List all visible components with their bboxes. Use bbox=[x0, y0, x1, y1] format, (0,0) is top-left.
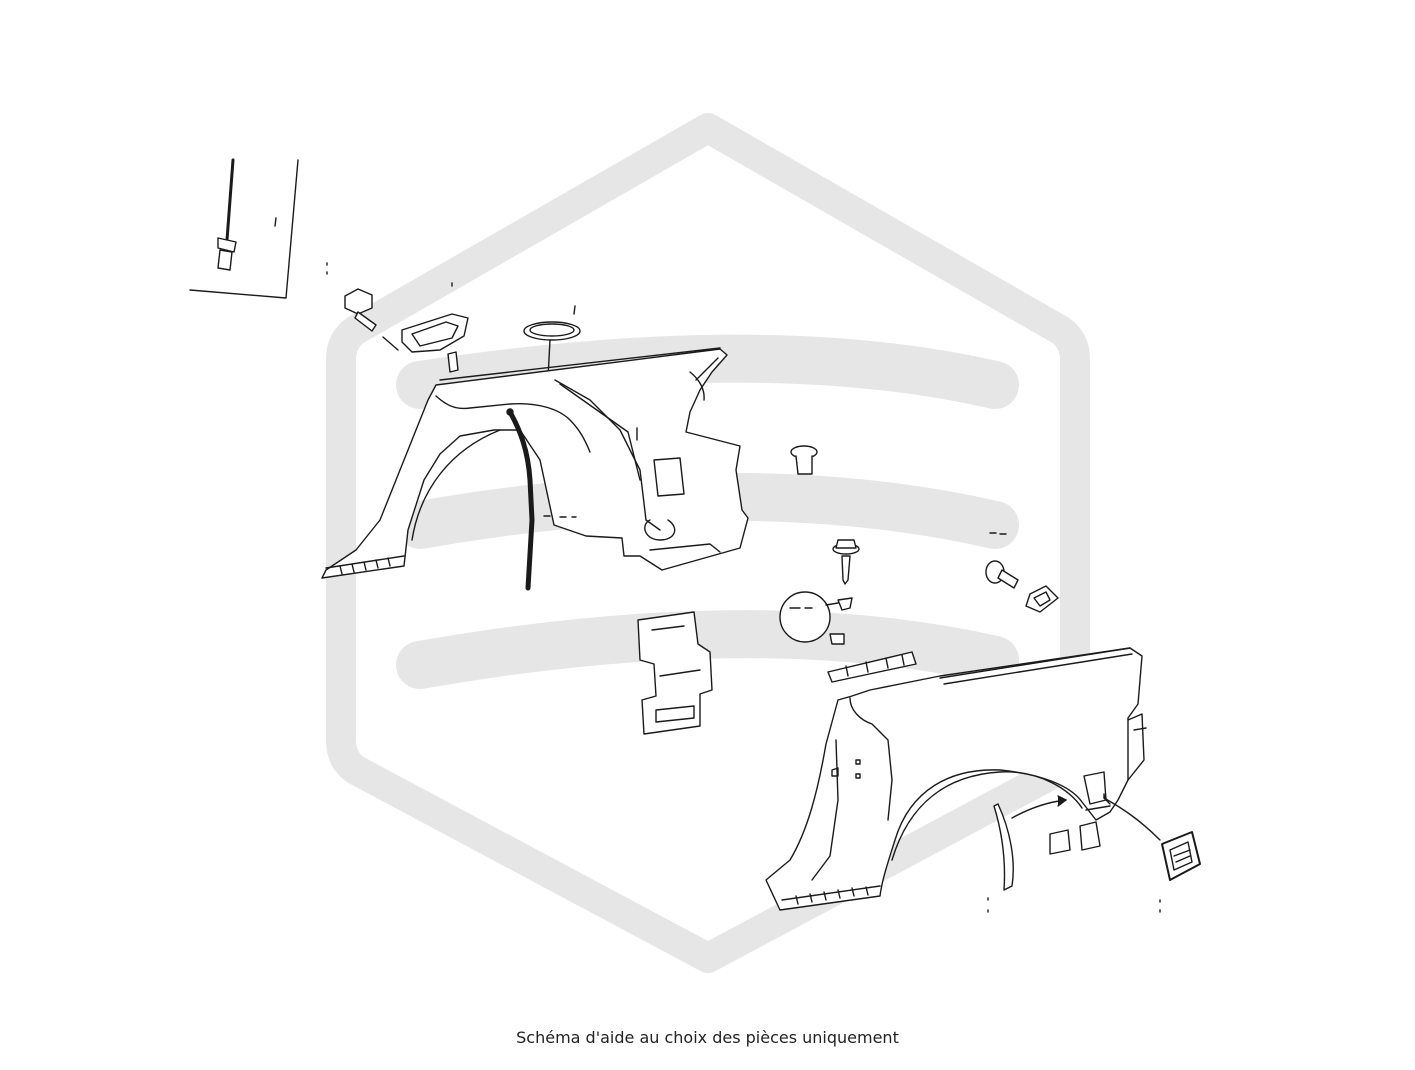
hinge-plate-part[interactable] bbox=[637, 611, 713, 735]
washer-screw-head bbox=[835, 539, 857, 549]
rivet-tick bbox=[274, 217, 277, 227]
outer-panel-pillar-inner bbox=[811, 739, 839, 881]
drain-hose-tube bbox=[507, 409, 535, 591]
flange-bolt-head bbox=[344, 288, 373, 315]
fuel-flap-part[interactable] bbox=[779, 591, 853, 645]
parts-linework bbox=[189, 158, 1201, 913]
clip-nut-body bbox=[795, 455, 813, 475]
inner-panel-marks bbox=[543, 515, 577, 518]
trim-strip-ribs bbox=[845, 654, 905, 677]
outer-panel-arrowhead-2 bbox=[1103, 793, 1111, 805]
fuel-flap-disc bbox=[779, 591, 831, 643]
rivet-head bbox=[217, 237, 237, 253]
watermark-hexagon bbox=[326, 113, 1090, 973]
vent-grille-frame bbox=[1161, 831, 1201, 881]
bolt-part[interactable] bbox=[985, 532, 1019, 589]
flange-bolt-part[interactable] bbox=[344, 288, 399, 351]
outer-quarter-panel-part[interactable] bbox=[765, 647, 1161, 913]
outer-panel-sill-ribs bbox=[795, 886, 869, 905]
inner-panel-window bbox=[653, 457, 685, 497]
outer-panel-arrowhead-1 bbox=[1057, 795, 1067, 807]
inner-panel-detail bbox=[689, 357, 719, 401]
outer-panel-top-rail bbox=[939, 647, 1131, 679]
oval-grommet-part[interactable] bbox=[523, 305, 581, 379]
clip-part[interactable] bbox=[1025, 585, 1059, 613]
vent-grille-slats bbox=[1173, 849, 1191, 863]
drain-hose-tip bbox=[506, 408, 514, 416]
fuel-flap-clip-1 bbox=[837, 597, 853, 611]
fuel-flap-link bbox=[825, 602, 839, 606]
inner-panel-arch-lower bbox=[411, 429, 501, 541]
watermark-band-bottom bbox=[396, 610, 1019, 689]
lamp-bracket-part[interactable] bbox=[401, 282, 469, 373]
inner-panel-lower-frame bbox=[325, 555, 405, 569]
oval-grommet-outer bbox=[523, 321, 581, 341]
outer-panel-pillar bbox=[849, 697, 893, 821]
trim-strip-part[interactable] bbox=[827, 651, 917, 683]
vent-grille-inner bbox=[1169, 841, 1193, 871]
rivet-part[interactable] bbox=[189, 158, 328, 299]
outer-panel-hinge bbox=[1049, 821, 1101, 855]
outer-panel-arrow-2 bbox=[1103, 797, 1161, 841]
clip-body bbox=[1025, 585, 1059, 613]
outer-panel-marks bbox=[987, 897, 1161, 913]
vent-grille-part[interactable] bbox=[1161, 831, 1201, 881]
inner-panel-rear-step bbox=[649, 543, 721, 553]
inner-panel-outline bbox=[321, 348, 749, 579]
flange-bolt-leader bbox=[382, 336, 399, 351]
lamp-bracket-plug bbox=[447, 351, 459, 373]
rivet-mandrel bbox=[225, 158, 235, 242]
lamp-bracket-inner bbox=[411, 321, 459, 347]
washer-screw-part[interactable] bbox=[832, 539, 860, 585]
trim-strip-body bbox=[827, 651, 917, 683]
drain-hose-part[interactable] bbox=[506, 408, 638, 591]
inner-panel-inner-arch bbox=[435, 395, 591, 453]
hinge-plate-slot-mid bbox=[659, 669, 701, 677]
fuel-flap-clip-2 bbox=[829, 633, 845, 645]
bolt-shank bbox=[997, 569, 1019, 589]
oval-grommet-inner bbox=[529, 323, 575, 337]
outer-panel-seal bbox=[993, 803, 1014, 891]
inner-panel-sill-ribs bbox=[339, 557, 391, 575]
clip-inner bbox=[1033, 591, 1051, 607]
inner-panel-hook bbox=[644, 519, 676, 541]
outer-panel-outline bbox=[765, 647, 1143, 911]
inner-panel-brace-2 bbox=[559, 383, 641, 481]
inner-panel-top-rail bbox=[439, 347, 721, 381]
outer-panel-arch bbox=[891, 771, 1083, 861]
hinge-plate-slot-low bbox=[655, 705, 695, 723]
inner-quarter-panel-part[interactable] bbox=[321, 347, 749, 579]
diagram-caption: Schéma d'aide au choix des pièces unique… bbox=[516, 1028, 899, 1047]
outer-panel-top-rail-2 bbox=[943, 653, 1133, 685]
outer-panel-rear bbox=[1127, 713, 1147, 781]
outer-panel-small-holes bbox=[831, 759, 861, 779]
rivet-box-frame bbox=[189, 159, 299, 299]
clip-nut-part[interactable] bbox=[790, 445, 818, 475]
washer-screw-shank bbox=[841, 555, 851, 585]
flange-bolt-shank bbox=[354, 311, 377, 332]
lamp-bracket-body bbox=[401, 313, 469, 353]
hinge-plate-outline bbox=[637, 611, 713, 735]
rivet-body bbox=[217, 249, 233, 271]
outer-panel-sill bbox=[781, 885, 881, 901]
oval-grommet-tick bbox=[573, 305, 576, 315]
hinge-plate-slot-top bbox=[651, 625, 685, 631]
